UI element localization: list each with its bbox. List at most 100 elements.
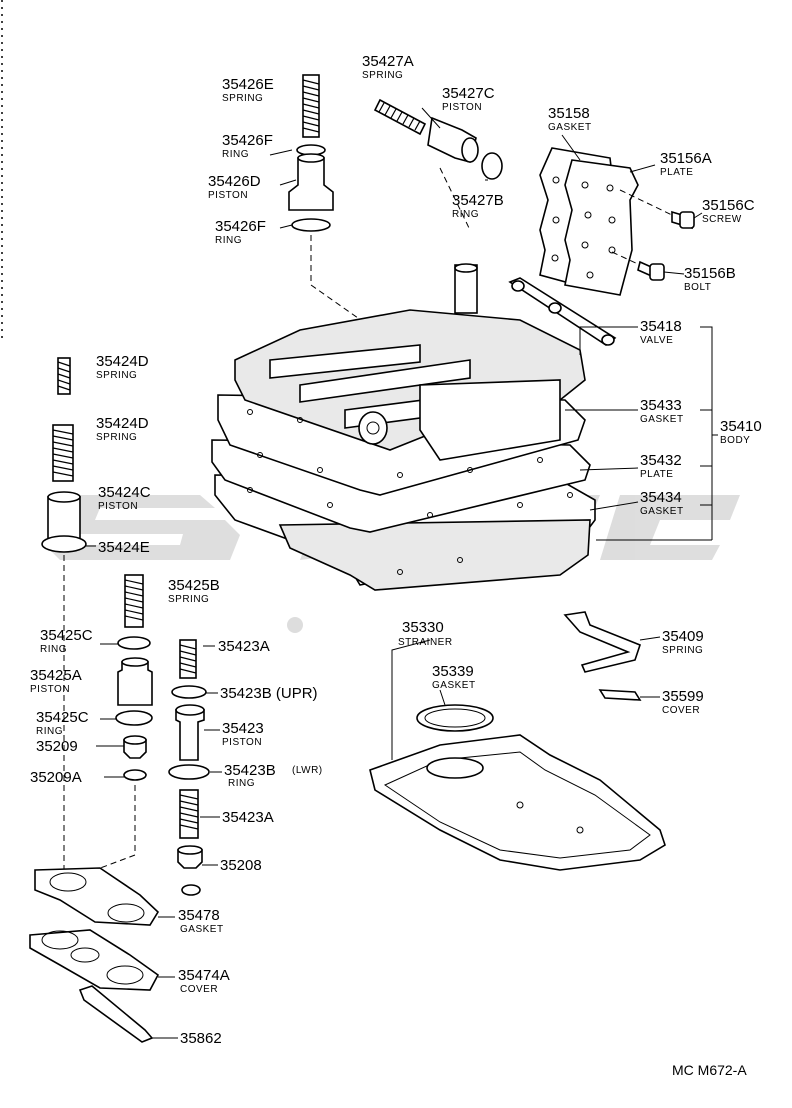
- label-35427a: 35427A: [362, 53, 414, 70]
- label-35426d: 35426D: [208, 173, 261, 190]
- label-35426f-lower: 35426F: [215, 218, 266, 235]
- piston-35424c: [47, 491, 81, 541]
- label-35410-name: BODY: [720, 435, 750, 446]
- label-35426f-lower-name: RING: [215, 235, 242, 246]
- ring-35427b: [481, 152, 503, 180]
- ring-35209a: [123, 769, 147, 781]
- plug-35208: [177, 845, 203, 869]
- label-35158: 35158: [548, 105, 590, 122]
- label-35156b: 35156B: [684, 265, 736, 282]
- piston-35426d: [288, 153, 334, 211]
- label-35424c-name: PISTON: [98, 501, 138, 512]
- label-35426f-upper-name: RING: [222, 149, 249, 160]
- label-35599-name: COVER: [662, 705, 700, 716]
- label-35423b-lwr: 35423B: [224, 762, 276, 779]
- label-35474a-name: COVER: [180, 984, 218, 995]
- label-35423a-upper: 35423A: [218, 638, 270, 655]
- label-35424c: 35424C: [98, 484, 151, 501]
- valve-35418: [508, 277, 617, 346]
- label-35423b-lwr-note: (LWR): [292, 765, 323, 776]
- ring-35208: [181, 884, 201, 896]
- label-35425c-lower: 35425C: [36, 709, 89, 726]
- label-35158-name: GASKET: [548, 122, 592, 133]
- piston-35423: [175, 704, 205, 761]
- label-35427b-name: RING: [452, 209, 479, 220]
- label-35418: 35418: [640, 318, 682, 335]
- spring-35409: [563, 611, 641, 673]
- label-35427a-name: SPRING: [362, 70, 403, 81]
- label-35423b-lwr-name: RING: [228, 778, 255, 789]
- plug-35209: [123, 735, 147, 759]
- label-35425c-upper: 35425C: [40, 627, 93, 644]
- label-35478-name: GASKET: [180, 924, 224, 935]
- label-35339: 35339: [432, 663, 474, 680]
- ring-35426f-lower: [291, 218, 331, 232]
- spring-35423a-lower: [179, 789, 199, 839]
- ring-35423b-lwr: [168, 764, 210, 780]
- label-35424d-upper: 35424D: [96, 353, 149, 370]
- label-35425c-lower-name: RING: [36, 726, 63, 737]
- label-35478: 35478: [178, 907, 220, 924]
- plate-35156a: [564, 159, 639, 296]
- label-35425b: 35425B: [168, 577, 220, 594]
- ring-35423b-upr: [171, 685, 207, 699]
- label-35427c-name: PISTON: [442, 102, 482, 113]
- label-35434: 35434: [640, 489, 682, 506]
- cover-35599: [598, 689, 642, 701]
- bolt-35156b: [637, 260, 665, 281]
- label-35424d-upper-name: SPRING: [96, 370, 137, 381]
- label-35156a-name: PLATE: [660, 167, 693, 178]
- diagram-reference: MC M672-A: [672, 1062, 747, 1078]
- label-35423: 35423: [222, 720, 264, 737]
- label-35156a: 35156A: [660, 150, 712, 167]
- label-35424d-lower: 35424D: [96, 415, 149, 432]
- ring-35425c-upper: [117, 636, 151, 650]
- label-35474a: 35474A: [178, 967, 230, 984]
- label-35425a: 35425A: [30, 667, 82, 684]
- label-35599: 35599: [662, 688, 704, 705]
- label-35156b-name: BOLT: [684, 282, 711, 293]
- label-35339-name: GASKET: [432, 680, 476, 691]
- label-35424e: 35424E: [98, 539, 150, 556]
- spring-35424d-lower: [52, 424, 74, 482]
- label-35433: 35433: [640, 397, 682, 414]
- label-35426d-name: PISTON: [208, 190, 248, 201]
- leader-lines: [86, 107, 718, 1039]
- label-35423a-lower: 35423A: [222, 809, 274, 826]
- label-35423b-upr: 35423B (UPR): [220, 685, 318, 702]
- label-35425a-name: PISTON: [30, 684, 70, 695]
- label-35424d-lower-name: SPRING: [96, 432, 137, 443]
- label-35156c: 35156C: [702, 197, 755, 214]
- spring-35425b: [124, 574, 144, 628]
- label-35330-name: STRAINER: [398, 637, 453, 648]
- label-35418-name: VALVE: [640, 335, 673, 346]
- label-35209a: 35209A: [30, 769, 82, 786]
- part-labels: 35426E SPRING 35426F RING 35426D PISTON …: [30, 53, 762, 1078]
- label-35427c: 35427C: [442, 85, 495, 102]
- label-35432: 35432: [640, 452, 682, 469]
- label-35209: 35209: [36, 738, 78, 755]
- label-35410: 35410: [720, 418, 762, 435]
- piston-35427c: [427, 116, 479, 163]
- label-35434-name: GASKET: [640, 506, 684, 517]
- label-35433-name: GASKET: [640, 414, 684, 425]
- label-35862: 35862: [180, 1030, 222, 1047]
- ring-35425c-lower: [115, 710, 153, 726]
- cover-35474a: [29, 929, 160, 991]
- label-35330: 35330: [402, 619, 444, 636]
- spring-35427a: [373, 98, 427, 136]
- spring-35424d-upper: [57, 357, 71, 395]
- ring-35424e: [41, 535, 87, 553]
- gasket-35478: [34, 867, 160, 926]
- strainer-35330: [369, 734, 666, 871]
- label-35432-name: PLATE: [640, 469, 673, 480]
- clip-35862: [78, 985, 154, 1043]
- spring-35426e: [302, 74, 320, 138]
- label-35425b-name: SPRING: [168, 594, 209, 605]
- label-35426e: 35426E: [222, 76, 274, 93]
- piston-35425a: [117, 657, 153, 706]
- screw-35156c: [671, 210, 695, 230]
- label-35427b: 35427B: [452, 192, 504, 209]
- label-35208: 35208: [220, 857, 262, 874]
